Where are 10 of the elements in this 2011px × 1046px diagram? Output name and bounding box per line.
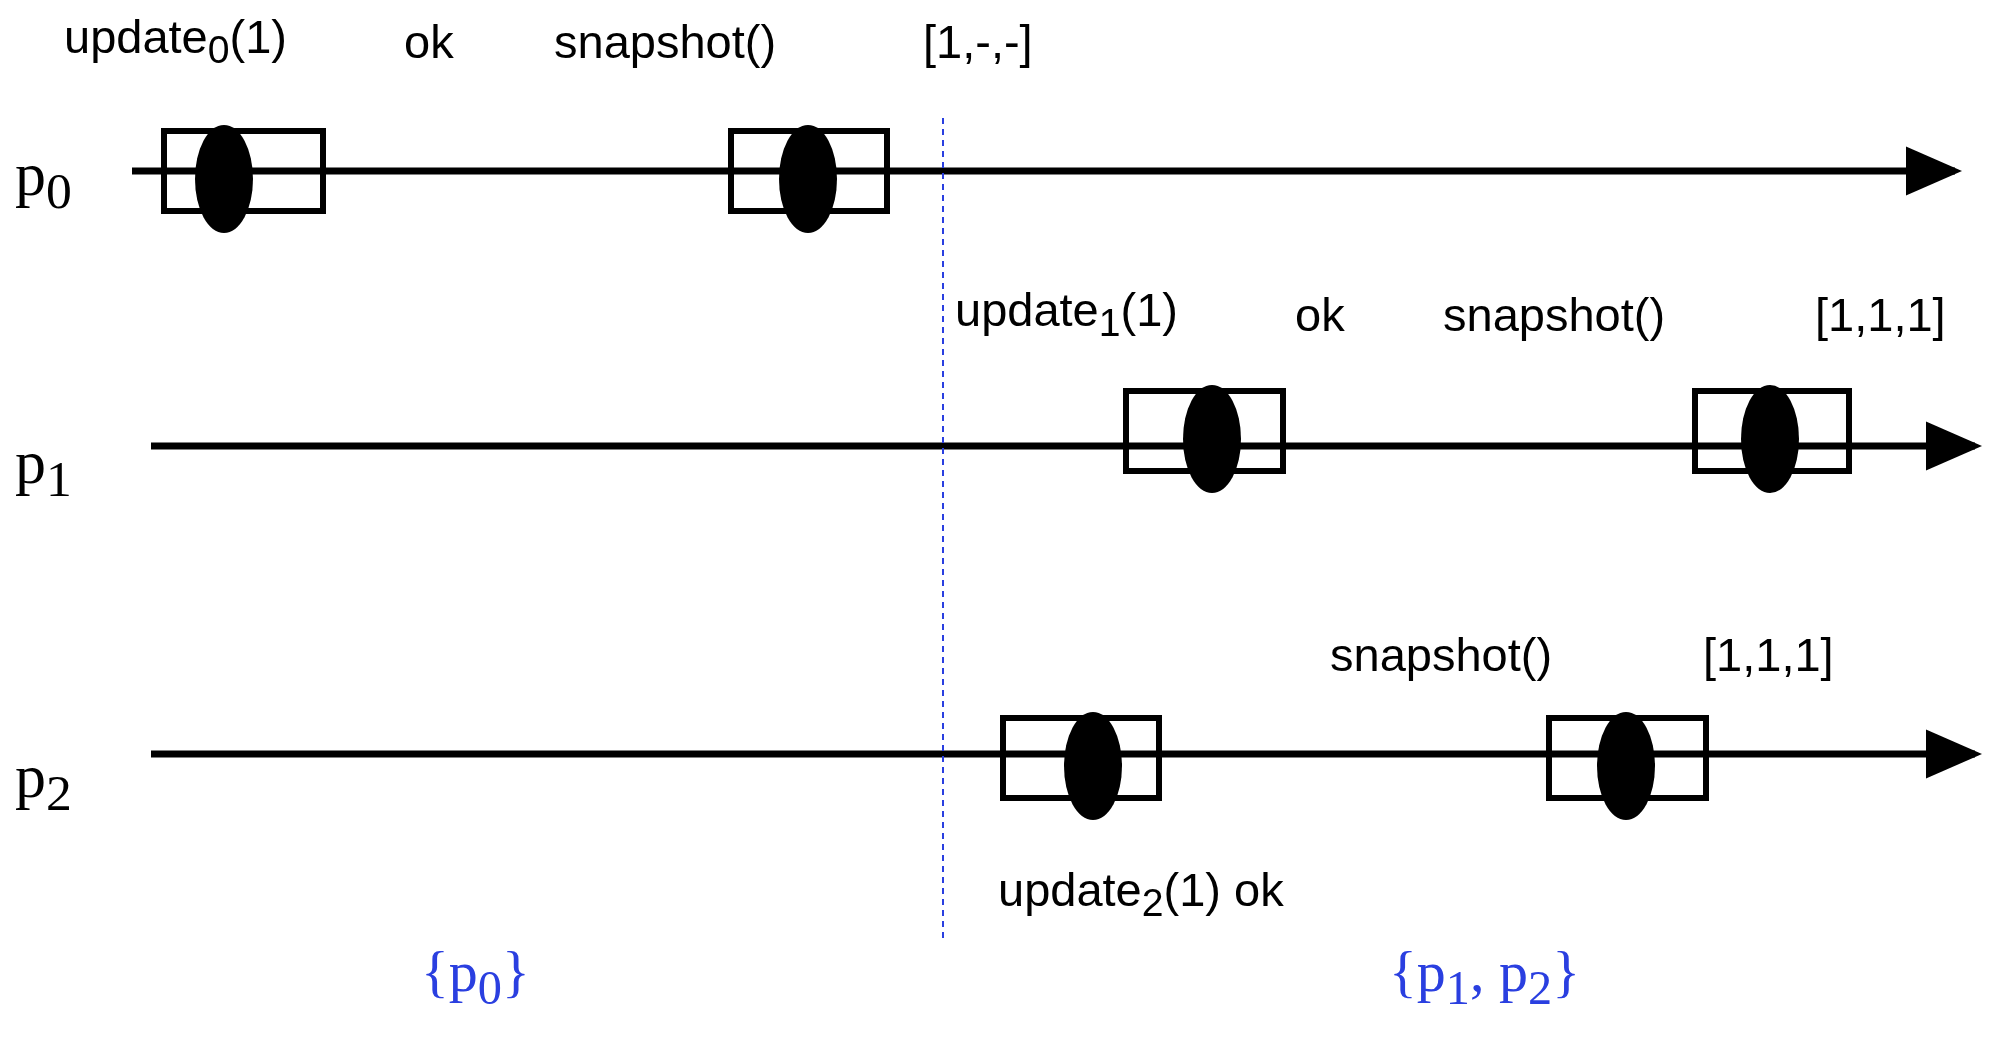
operation-label: update$_{2}$(1) ok xyxy=(998,865,1284,923)
process-label: p$_{1}$ xyxy=(15,431,72,506)
operation-label: update$_{1}$(1) xyxy=(955,285,1178,343)
operation-label: ok xyxy=(404,17,454,65)
operation-label: ok xyxy=(1295,290,1345,338)
process-set-label: {p$_{1}$, p$_{2}$} xyxy=(1389,942,1581,1012)
operation-label: update$_{0}$(1) xyxy=(64,12,287,70)
process-set-label: {p$_{0}$} xyxy=(421,942,530,1012)
process-label: p$_{2}$ xyxy=(15,745,72,820)
process-label: p$_{0}$ xyxy=(15,143,72,218)
